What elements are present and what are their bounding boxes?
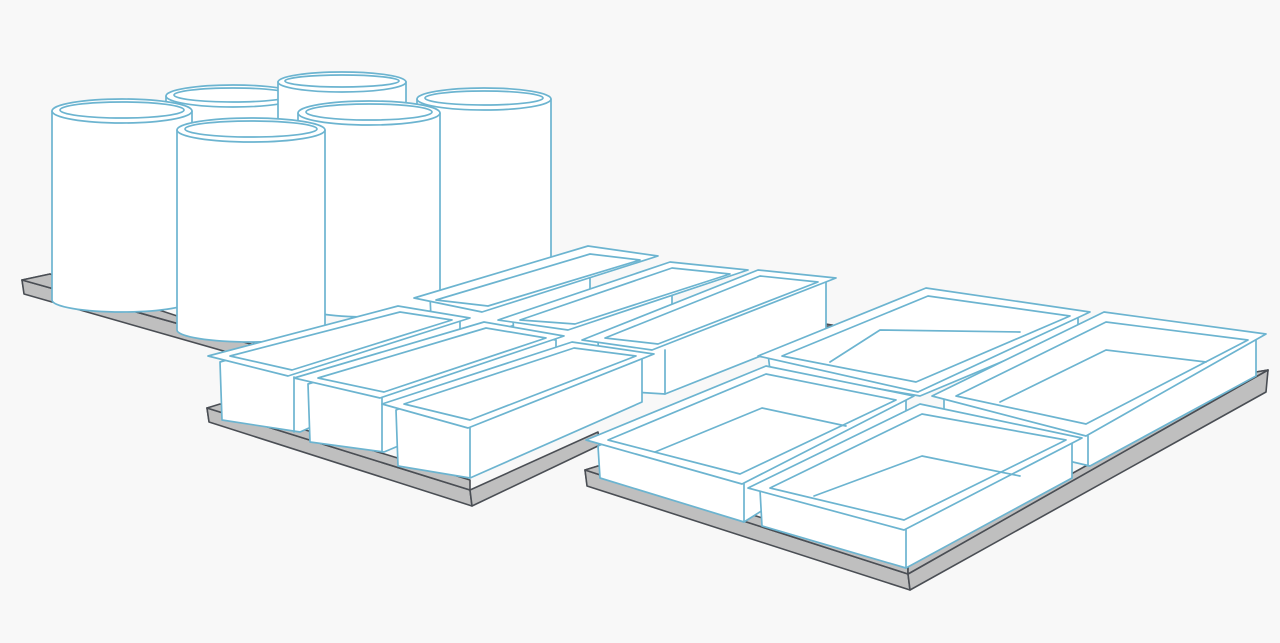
long-pan [581,269,837,395]
long-pan [413,245,659,346]
wide-pan [747,403,1083,569]
round-container [176,117,326,343]
wide-pan [585,365,915,523]
wide-pan-group [584,287,1269,591]
round-container [297,100,441,318]
long-pan [381,341,655,479]
long-pan-group [206,245,839,507]
round-container [51,98,193,313]
